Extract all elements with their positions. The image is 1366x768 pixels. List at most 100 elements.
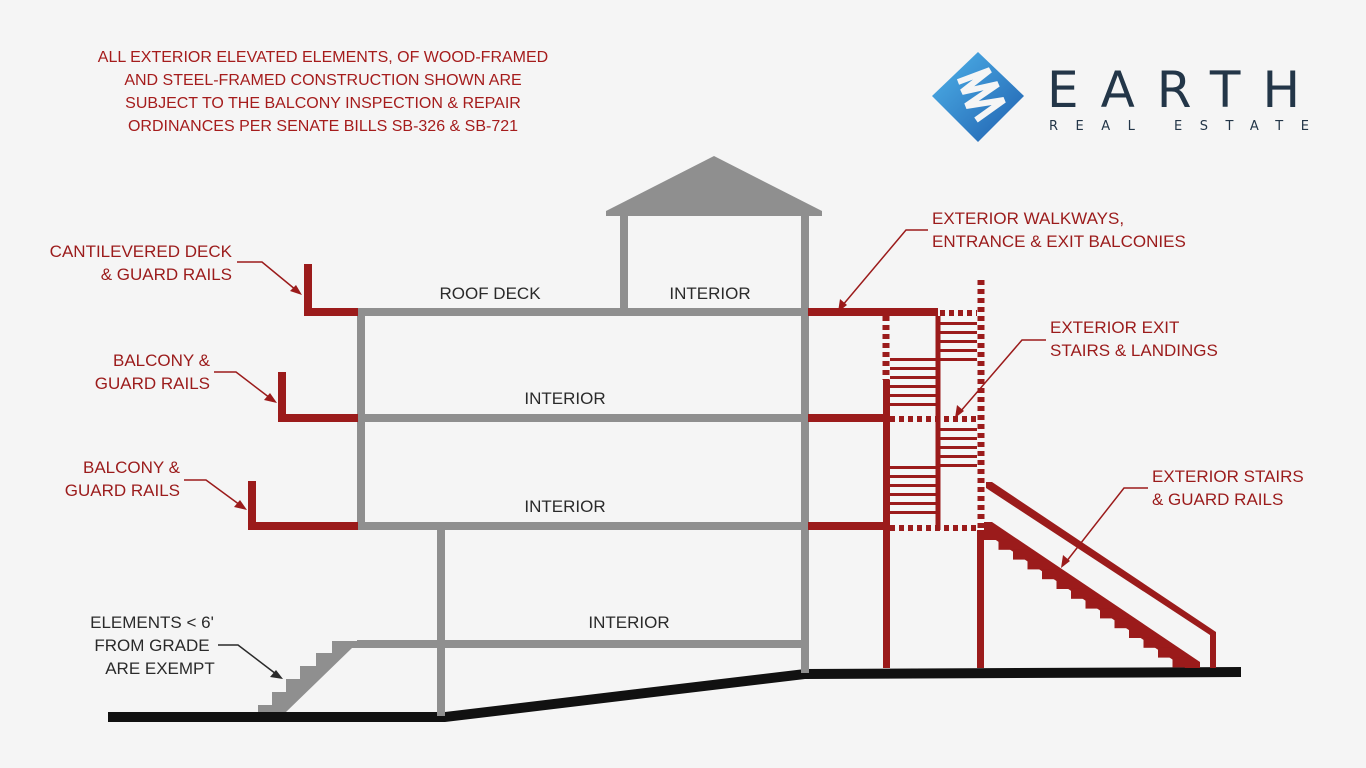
penthouse-wall-right bbox=[801, 213, 809, 314]
svg-text:ELEMENTS < 6': ELEMENTS < 6' bbox=[90, 613, 214, 632]
exit-stair-tread bbox=[940, 340, 977, 343]
exterior-stair-step bbox=[998, 539, 1015, 550]
exterior-stair-guard-rail bbox=[986, 482, 1216, 637]
exit-stair-tread bbox=[890, 394, 938, 397]
grade-line bbox=[108, 667, 1241, 722]
svg-text:STAIRS & LANDINGS: STAIRS & LANDINGS bbox=[1050, 341, 1218, 360]
notice-text: ALL EXTERIOR ELEVATED ELEMENTS, OF WOOD-… bbox=[98, 49, 548, 135]
stair-tower-post-right bbox=[977, 530, 984, 668]
exit-stair-tread bbox=[890, 484, 938, 487]
floor-slab-1 bbox=[357, 640, 808, 648]
callout-balcony-lower: BALCONY & GUARD RAILS bbox=[65, 458, 247, 510]
penthouse-wall-left bbox=[620, 213, 628, 314]
svg-text:BALCONY &: BALCONY & bbox=[113, 351, 211, 370]
svg-text:GUARD RAILS: GUARD RAILS bbox=[95, 374, 210, 393]
exterior-stair-step bbox=[1172, 657, 1189, 668]
balcony-lower-deck bbox=[248, 522, 358, 530]
roof-deck-label: ROOF DECK bbox=[439, 284, 541, 303]
callout-cantilevered-deck: CANTILEVERED DECK & GUARD RAILS bbox=[50, 242, 302, 295]
walkway-roof-level bbox=[808, 308, 938, 316]
exterior-stair-step bbox=[1129, 628, 1145, 638]
elevated-elements bbox=[248, 264, 1216, 668]
callout-balcony-upper: BALCONY & GUARD RAILS bbox=[95, 351, 277, 403]
exit-stair-tread bbox=[940, 428, 977, 431]
svg-text:EXTERIOR EXIT: EXTERIOR EXIT bbox=[1050, 318, 1179, 337]
exit-stair-tread bbox=[890, 493, 938, 496]
notice-line-4: ORDINANCES PER SENATE BILLS SB-326 & SB-… bbox=[128, 118, 518, 135]
floor2-interior-label: INTERIOR bbox=[524, 497, 605, 516]
svg-text:GUARD RAILS: GUARD RAILS bbox=[65, 481, 180, 500]
callout-exit-stairs: EXTERIOR EXIT STAIRS & LANDINGS bbox=[955, 318, 1218, 418]
cantilevered-deck bbox=[304, 308, 358, 316]
stair-tower-post-left bbox=[883, 380, 890, 668]
exit-stair-tread bbox=[890, 403, 938, 406]
exit-stair-tread bbox=[940, 322, 977, 325]
floor1-interior-label: INTERIOR bbox=[588, 613, 669, 632]
notice-line-2: AND STEEL-FRAMED CONSTRUCTION SHOWN ARE bbox=[124, 72, 521, 89]
exterior-stair-step bbox=[1071, 588, 1087, 599]
exterior-stair-step bbox=[1143, 637, 1160, 648]
callout-exempt: ELEMENTS < 6' FROM GRADE ARE EXEMPT bbox=[90, 613, 283, 679]
balcony-lower-rail bbox=[248, 481, 256, 530]
exit-stair-tread bbox=[940, 464, 977, 467]
exit-stair-tread bbox=[890, 475, 938, 478]
roof-slab bbox=[357, 308, 808, 316]
exempt-stairs bbox=[258, 641, 360, 712]
svg-text:BALCONY &: BALCONY & bbox=[83, 458, 181, 477]
room-labels: ROOF DECK INTERIOR INTERIOR INTERIOR INT… bbox=[439, 284, 750, 632]
exit-stair-tread bbox=[890, 376, 938, 379]
stair-guard-post bbox=[1210, 632, 1216, 668]
svg-text:ENTRANCE & EXIT BALCONIES: ENTRANCE & EXIT BALCONIES bbox=[932, 232, 1186, 251]
gable-roof bbox=[606, 156, 822, 216]
stair-treads bbox=[890, 322, 1189, 668]
exterior-stair-step bbox=[1114, 618, 1131, 629]
exterior-stair-step bbox=[1100, 608, 1116, 619]
callout-walkways: EXTERIOR WALKWAYS, ENTRANCE & EXIT BALCO… bbox=[838, 209, 1186, 312]
exterior-stair-step bbox=[1158, 647, 1174, 658]
cantilevered-deck-rail bbox=[304, 264, 312, 316]
logo-mark-icon bbox=[932, 52, 1024, 142]
exit-stair-tread bbox=[940, 358, 977, 361]
exterior-stair-step bbox=[984, 530, 1000, 540]
exit-stair-tread bbox=[890, 466, 938, 469]
balcony-upper-rail bbox=[278, 372, 286, 422]
floor3-interior-label: INTERIOR bbox=[524, 389, 605, 408]
exit-stair-tread bbox=[940, 331, 977, 334]
lower-wall-left bbox=[437, 528, 445, 716]
earth-real-estate-logo: EARTH REAL ESTATE bbox=[932, 52, 1326, 142]
exterior-stair-step bbox=[1056, 579, 1073, 589]
exterior-stair-step bbox=[1042, 569, 1058, 580]
floor-slab-3 bbox=[357, 414, 808, 422]
callouts: CANTILEVERED DECK & GUARD RAILS BALCONY … bbox=[50, 209, 1304, 679]
svg-text:CANTILEVERED DECK: CANTILEVERED DECK bbox=[50, 242, 233, 261]
svg-text:& GUARD RAILS: & GUARD RAILS bbox=[1152, 490, 1283, 509]
notice-line-3: SUBJECT TO THE BALCONY INSPECTION & REPA… bbox=[125, 95, 521, 112]
exterior-stair-step bbox=[1027, 559, 1044, 570]
svg-text:EXTERIOR WALKWAYS,: EXTERIOR WALKWAYS, bbox=[932, 209, 1124, 228]
exit-stair-tread bbox=[940, 446, 977, 449]
exit-stair-tread bbox=[890, 367, 938, 370]
walkway-floor2 bbox=[808, 522, 884, 530]
exit-stair-tread bbox=[940, 437, 977, 440]
svg-text:EXTERIOR STAIRS: EXTERIOR STAIRS bbox=[1152, 467, 1304, 486]
exterior-stair-stringer bbox=[984, 522, 1200, 668]
exit-stair-tread bbox=[890, 385, 938, 388]
upper-wall-left bbox=[357, 308, 365, 530]
floor-slab-2 bbox=[357, 522, 808, 530]
exit-stair-tread bbox=[890, 511, 938, 514]
svg-text:& GUARD RAILS: & GUARD RAILS bbox=[101, 265, 232, 284]
exit-stair-tread bbox=[940, 349, 977, 352]
exit-stair-tread bbox=[890, 502, 938, 505]
exit-stair-tread bbox=[890, 358, 938, 361]
logo-tagline: REAL ESTATE bbox=[1049, 119, 1326, 134]
svg-text:ARE EXEMPT: ARE EXEMPT bbox=[105, 659, 215, 678]
walkway-floor3 bbox=[808, 414, 884, 422]
logo-wordmark: EARTH bbox=[1047, 61, 1322, 119]
callout-exterior-stairs: EXTERIOR STAIRS & GUARD RAILS bbox=[1061, 467, 1304, 568]
exterior-stair-step bbox=[1013, 549, 1029, 560]
svg-text:FROM GRADE: FROM GRADE bbox=[94, 636, 209, 655]
wall-right bbox=[801, 308, 809, 673]
exterior-stair-step bbox=[1085, 598, 1102, 609]
balcony-upper-deck bbox=[278, 414, 358, 422]
